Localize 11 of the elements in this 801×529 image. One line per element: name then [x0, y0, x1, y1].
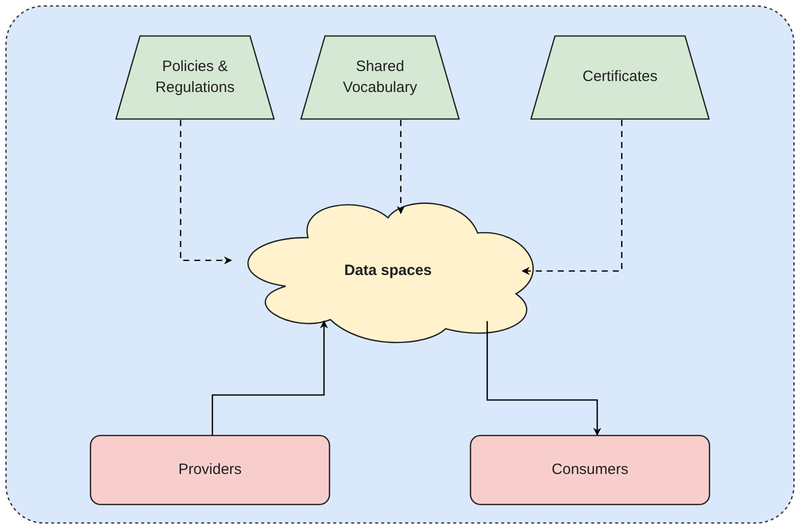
arrow — [180, 120, 232, 264]
node-label: Policies & Regulations — [154, 57, 236, 98]
arrow — [212, 320, 328, 435]
node-label: Certificates — [582, 67, 658, 88]
node-label: Consumers — [552, 460, 628, 480]
node-label: Data spaces — [344, 260, 432, 281]
node-label: Shared Vocabulary — [342, 57, 418, 98]
arrow — [396, 120, 405, 214]
arrow — [522, 120, 622, 275]
node-label: Providers — [178, 460, 242, 480]
arrow — [486, 321, 602, 436]
